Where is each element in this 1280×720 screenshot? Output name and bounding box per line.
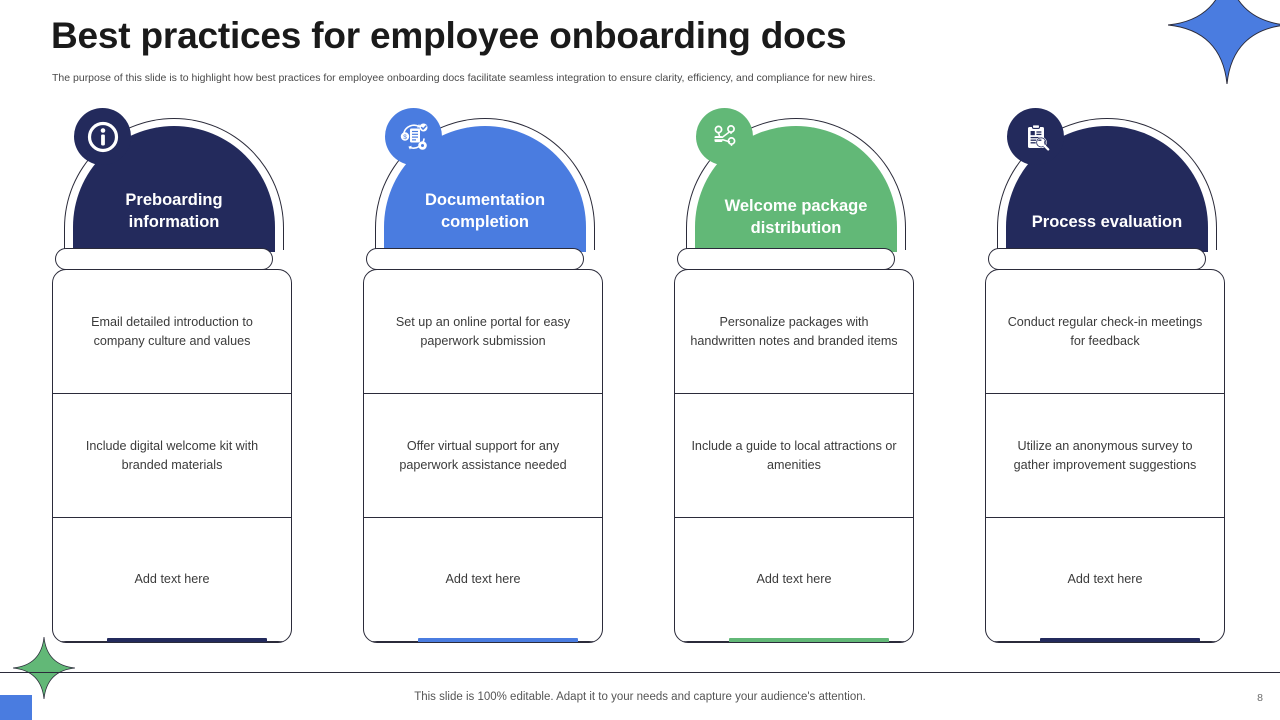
card-cell-text: Add text here — [445, 572, 521, 587]
column-card: Set up an online portal for easy paperwo… — [363, 269, 603, 643]
column-heading: Preboarding information — [125, 191, 223, 232]
network-distribution-icon — [696, 108, 753, 165]
svg-text:$: $ — [403, 134, 407, 141]
info-circle-icon — [74, 108, 131, 165]
footer-note: This slide is 100% editable. Adapt it to… — [414, 691, 866, 703]
accent-bar — [1040, 638, 1200, 642]
column-card: Email detailed introduction to company c… — [52, 269, 292, 643]
card-cell-text: Conduct regular check-in meetings for fe… — [1007, 315, 1203, 348]
card-cell[interactable]: Add text here — [986, 518, 1224, 642]
card-cell[interactable]: Include digital welcome kit with branded… — [53, 394, 291, 518]
column-heading: Process evaluation — [1031, 213, 1183, 232]
accent-bar — [107, 638, 267, 642]
card-cell[interactable]: Utilize an anonymous survey to gather im… — [986, 394, 1224, 518]
card-cell[interactable]: Add text here — [53, 518, 291, 642]
page-title: Best practices for employee onboarding d… — [51, 15, 847, 56]
column-process-evaluation: Process evaluation — [972, 108, 1242, 650]
card-cell-text: Add text here — [1067, 572, 1143, 587]
clipboard-search-icon — [1007, 108, 1064, 165]
card-cell-text: Add text here — [134, 572, 210, 587]
card-cell-text: Utilize an anonymous survey to gather im… — [1013, 439, 1197, 472]
card-cell-text: Set up an online portal for easy paperwo… — [395, 315, 571, 348]
card-cell[interactable]: Set up an online portal for easy paperwo… — [364, 270, 602, 394]
column-card: Personalize packages with handwritten no… — [674, 269, 914, 643]
footer-divider — [0, 672, 1280, 673]
card-cell-text: Offer virtual support for any paperwork … — [399, 439, 567, 472]
decorative-square-bottom-left — [0, 695, 32, 720]
card-cell-text: Add text here — [756, 572, 832, 587]
column-documentation-completion: Documentation completion $ — [350, 108, 620, 650]
dome-card-connector — [55, 248, 273, 270]
sparkle-star-icon-top-right — [1167, 0, 1280, 85]
accent-bar — [418, 638, 578, 642]
card-cell[interactable]: Include a guide to local attractions or … — [675, 394, 913, 518]
columns-container: Preboarding information Email detailed i… — [0, 108, 1280, 650]
document-process-icon: $ — [385, 108, 442, 165]
column-card: Conduct regular check-in meetings for fe… — [985, 269, 1225, 643]
card-cell-text: Include a guide to local attractions or … — [691, 439, 897, 472]
card-cell[interactable]: Offer virtual support for any paperwork … — [364, 394, 602, 518]
page-subtitle: The purpose of this slide is to highligh… — [52, 72, 876, 84]
card-cell-text: Personalize packages with handwritten no… — [690, 315, 898, 348]
column-preboarding-information: Preboarding information Email detailed i… — [39, 108, 309, 650]
accent-bar — [729, 638, 889, 642]
dome-card-connector — [988, 248, 1206, 270]
card-cell[interactable]: Add text here — [675, 518, 913, 642]
card-cell[interactable]: Conduct regular check-in meetings for fe… — [986, 270, 1224, 394]
dome-card-connector — [366, 248, 584, 270]
card-cell-text: Email detailed introduction to company c… — [91, 315, 253, 348]
card-cell[interactable]: Add text here — [364, 518, 602, 642]
card-cell[interactable]: Email detailed introduction to company c… — [53, 270, 291, 394]
card-cell-text: Include digital welcome kit with branded… — [85, 439, 259, 472]
column-heading: Documentation completion — [424, 191, 546, 232]
card-cell[interactable]: Personalize packages with handwritten no… — [675, 270, 913, 394]
column-heading: Welcome package distribution — [724, 197, 868, 237]
sparkle-star-icon-bottom-left — [12, 636, 76, 700]
dome-card-connector — [677, 248, 895, 270]
column-welcome-package-distribution: Welcome package distribution — [661, 108, 931, 650]
page-number: 8 — [1257, 692, 1263, 704]
